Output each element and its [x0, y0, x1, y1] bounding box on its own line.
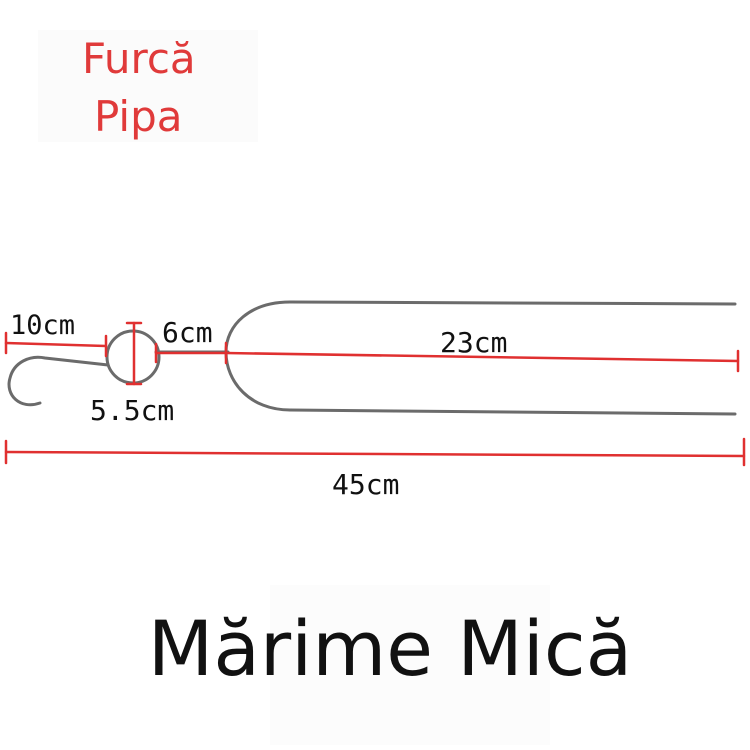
- hook: [7, 355, 110, 407]
- product-title-line1: Furcă: [82, 34, 196, 83]
- dim-line-tine: [224, 351, 740, 363]
- dimension-lines: [4, 321, 746, 467]
- title-background: [38, 30, 258, 142]
- neck-length-label: 6cm: [162, 316, 213, 349]
- tine-yoke: [224, 300, 292, 412]
- upper-tine: [288, 300, 737, 306]
- lower-tine: [288, 408, 737, 416]
- dim-line-total: [4, 450, 746, 458]
- product-title-line2: Pipa: [94, 92, 183, 141]
- size-label: Mărime Mică: [147, 604, 633, 693]
- dim-line-hook: [4, 341, 108, 348]
- tine-length-label: 23cm: [440, 326, 508, 359]
- ring-diameter-label: 5.5cm: [90, 394, 175, 427]
- hook-length-label: 10cm: [10, 310, 76, 341]
- size-background: [270, 585, 550, 745]
- total-length-label: 45cm: [332, 468, 400, 501]
